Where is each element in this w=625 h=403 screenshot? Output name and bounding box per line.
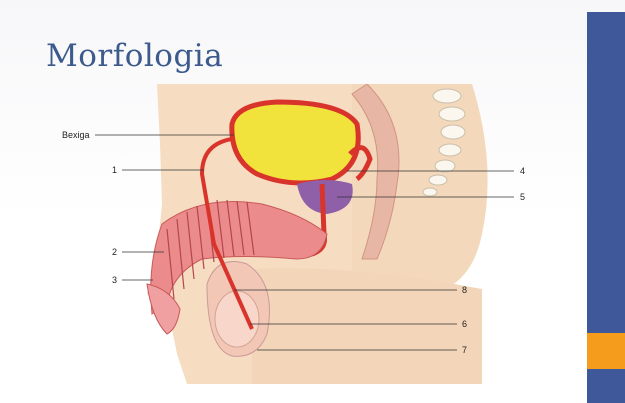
label-4: 4: [520, 166, 525, 176]
label-8: 8: [462, 285, 467, 295]
anatomy-figure: Bexiga 1 2 3 4 5 6 7 8: [52, 84, 562, 384]
label-bexiga: Bexiga: [62, 130, 90, 140]
label-1: 1: [112, 165, 117, 175]
label-6: 6: [462, 319, 467, 329]
bladder-shape: [232, 102, 358, 183]
anatomy-illustration: [52, 84, 562, 384]
label-2: 2: [112, 247, 117, 257]
slide-title: Morfologia: [46, 38, 223, 74]
label-3: 3: [112, 275, 117, 285]
label-7: 7: [462, 345, 467, 355]
side-accent: [587, 333, 625, 369]
thigh-silhouette: [252, 268, 482, 384]
label-5: 5: [520, 192, 525, 202]
